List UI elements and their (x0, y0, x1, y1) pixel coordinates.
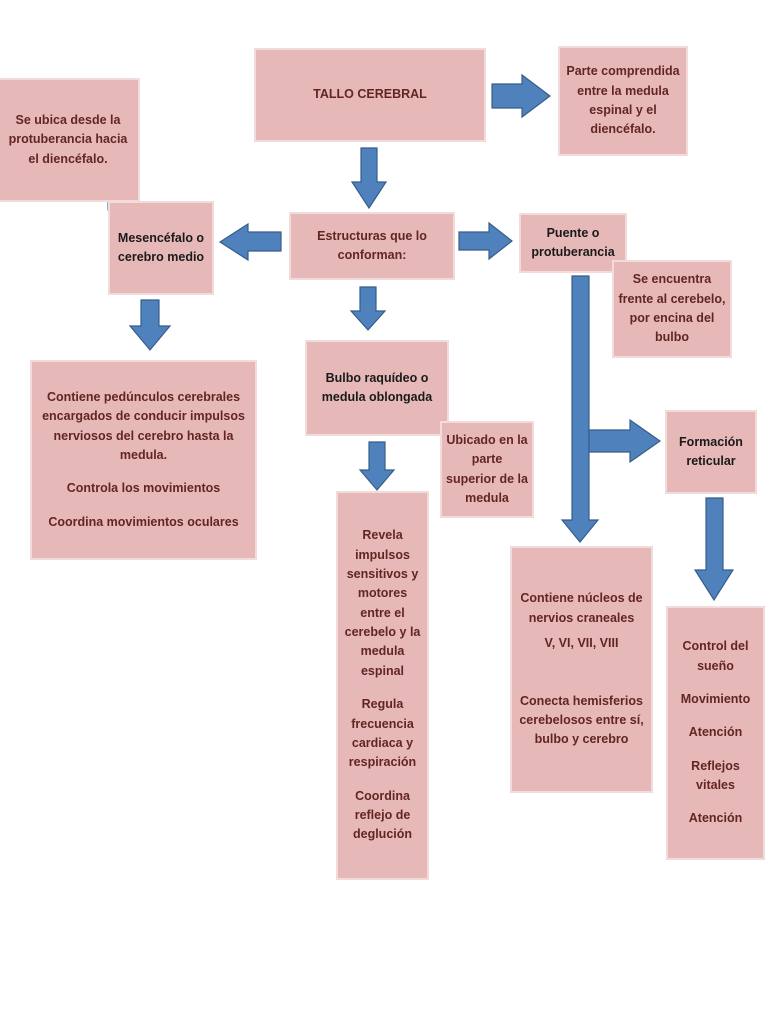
arrow-structures-to-bulbo (349, 286, 387, 331)
arrow-root-to-definition (491, 73, 551, 119)
mesencefalo-function: Contiene pedúnculos cerebrales encargado… (42, 389, 245, 462)
structures-label: Estructuras que lo conforman: (317, 228, 427, 262)
arrow-puente-to-functions (560, 275, 600, 543)
formacion-function: Atención (688, 811, 743, 826)
formacion-functions-node: Control del sueño Movimiento Atención Re… (666, 606, 765, 860)
formacion-function: Movimiento (680, 691, 751, 706)
mesencefalo-function: Controla los movimientos (66, 481, 221, 496)
formacion-function: Reflejos vitales (691, 758, 740, 793)
arrow-bulbo-to-functions (358, 441, 396, 491)
bulbo-function: Regula frecuencia cardiaca y respiración (348, 697, 417, 770)
formacion-name: Formación reticular (679, 434, 743, 468)
arrow-puente-to-formacion (588, 418, 662, 464)
puente-node: Puente o protuberancia (519, 213, 627, 273)
root-title: TALLO CEREBRAL (313, 87, 427, 102)
arrow-root-to-structures (350, 147, 388, 210)
arrow-structures-to-mesencefalo (218, 222, 282, 262)
puente-function: Conecta hemisferios cerebelosos entre sí… (519, 693, 644, 747)
mesencefalo-functions-node: Contiene pedúnculos cerebrales encargado… (30, 360, 257, 560)
mesencefalo-function: Coordina movimientos oculares (48, 514, 239, 529)
bulbo-location-text: Ubicado en la parte superior de la medul… (446, 432, 528, 505)
puente-name: Puente o protuberancia (531, 225, 615, 259)
bulbo-name: Bulbo raquídeo o medula oblongada (321, 370, 433, 404)
bulbo-function: Coordina reflejo de deglución (352, 788, 413, 842)
puente-function: Contiene núcleos de nervios craneales (520, 591, 643, 625)
bulbo-location-node: Ubicado en la parte superior de la medul… (440, 421, 534, 518)
puente-functions-node: Contiene núcleos de nervios craneales V,… (510, 546, 653, 793)
definition-text: Parte comprendida entre la medula espina… (566, 64, 680, 137)
bulbo-node: Bulbo raquídeo o medula oblongada (305, 340, 449, 436)
mesencefalo-location-node: Se ubica desde la protuberancia hacia el… (0, 78, 140, 202)
puente-location-text: Se encuentra frente al cerebelo, por enc… (618, 272, 726, 345)
arrow-formacion-to-functions (693, 497, 735, 602)
mesencefalo-name: Mesencéfalo o cerebro medio (117, 230, 205, 264)
mesencefalo-node: Mesencéfalo o cerebro medio (108, 201, 214, 295)
formacion-function: Atención (688, 725, 743, 740)
structures-node: Estructuras que lo conforman: (289, 212, 455, 280)
bulbo-functions-node: Revela impulsos sensitivos y motores ent… (336, 491, 429, 880)
root-node: TALLO CEREBRAL (254, 48, 486, 142)
puente-function: V, VI, VII, VIII (544, 636, 619, 651)
formacion-function: Control del sueño (682, 639, 749, 673)
arrow-structures-to-puente (458, 221, 513, 261)
definition-node: Parte comprendida entre la medula espina… (558, 46, 688, 156)
formacion-node: Formación reticular (665, 410, 757, 494)
mesencefalo-location-text: Se ubica desde la protuberancia hacia el… (8, 112, 128, 166)
arrow-mesencefalo-to-functions (128, 299, 172, 351)
puente-location-node: Se encuentra frente al cerebelo, por enc… (612, 260, 732, 358)
bulbo-function: Revela impulsos sensitivos y motores ent… (344, 528, 421, 678)
